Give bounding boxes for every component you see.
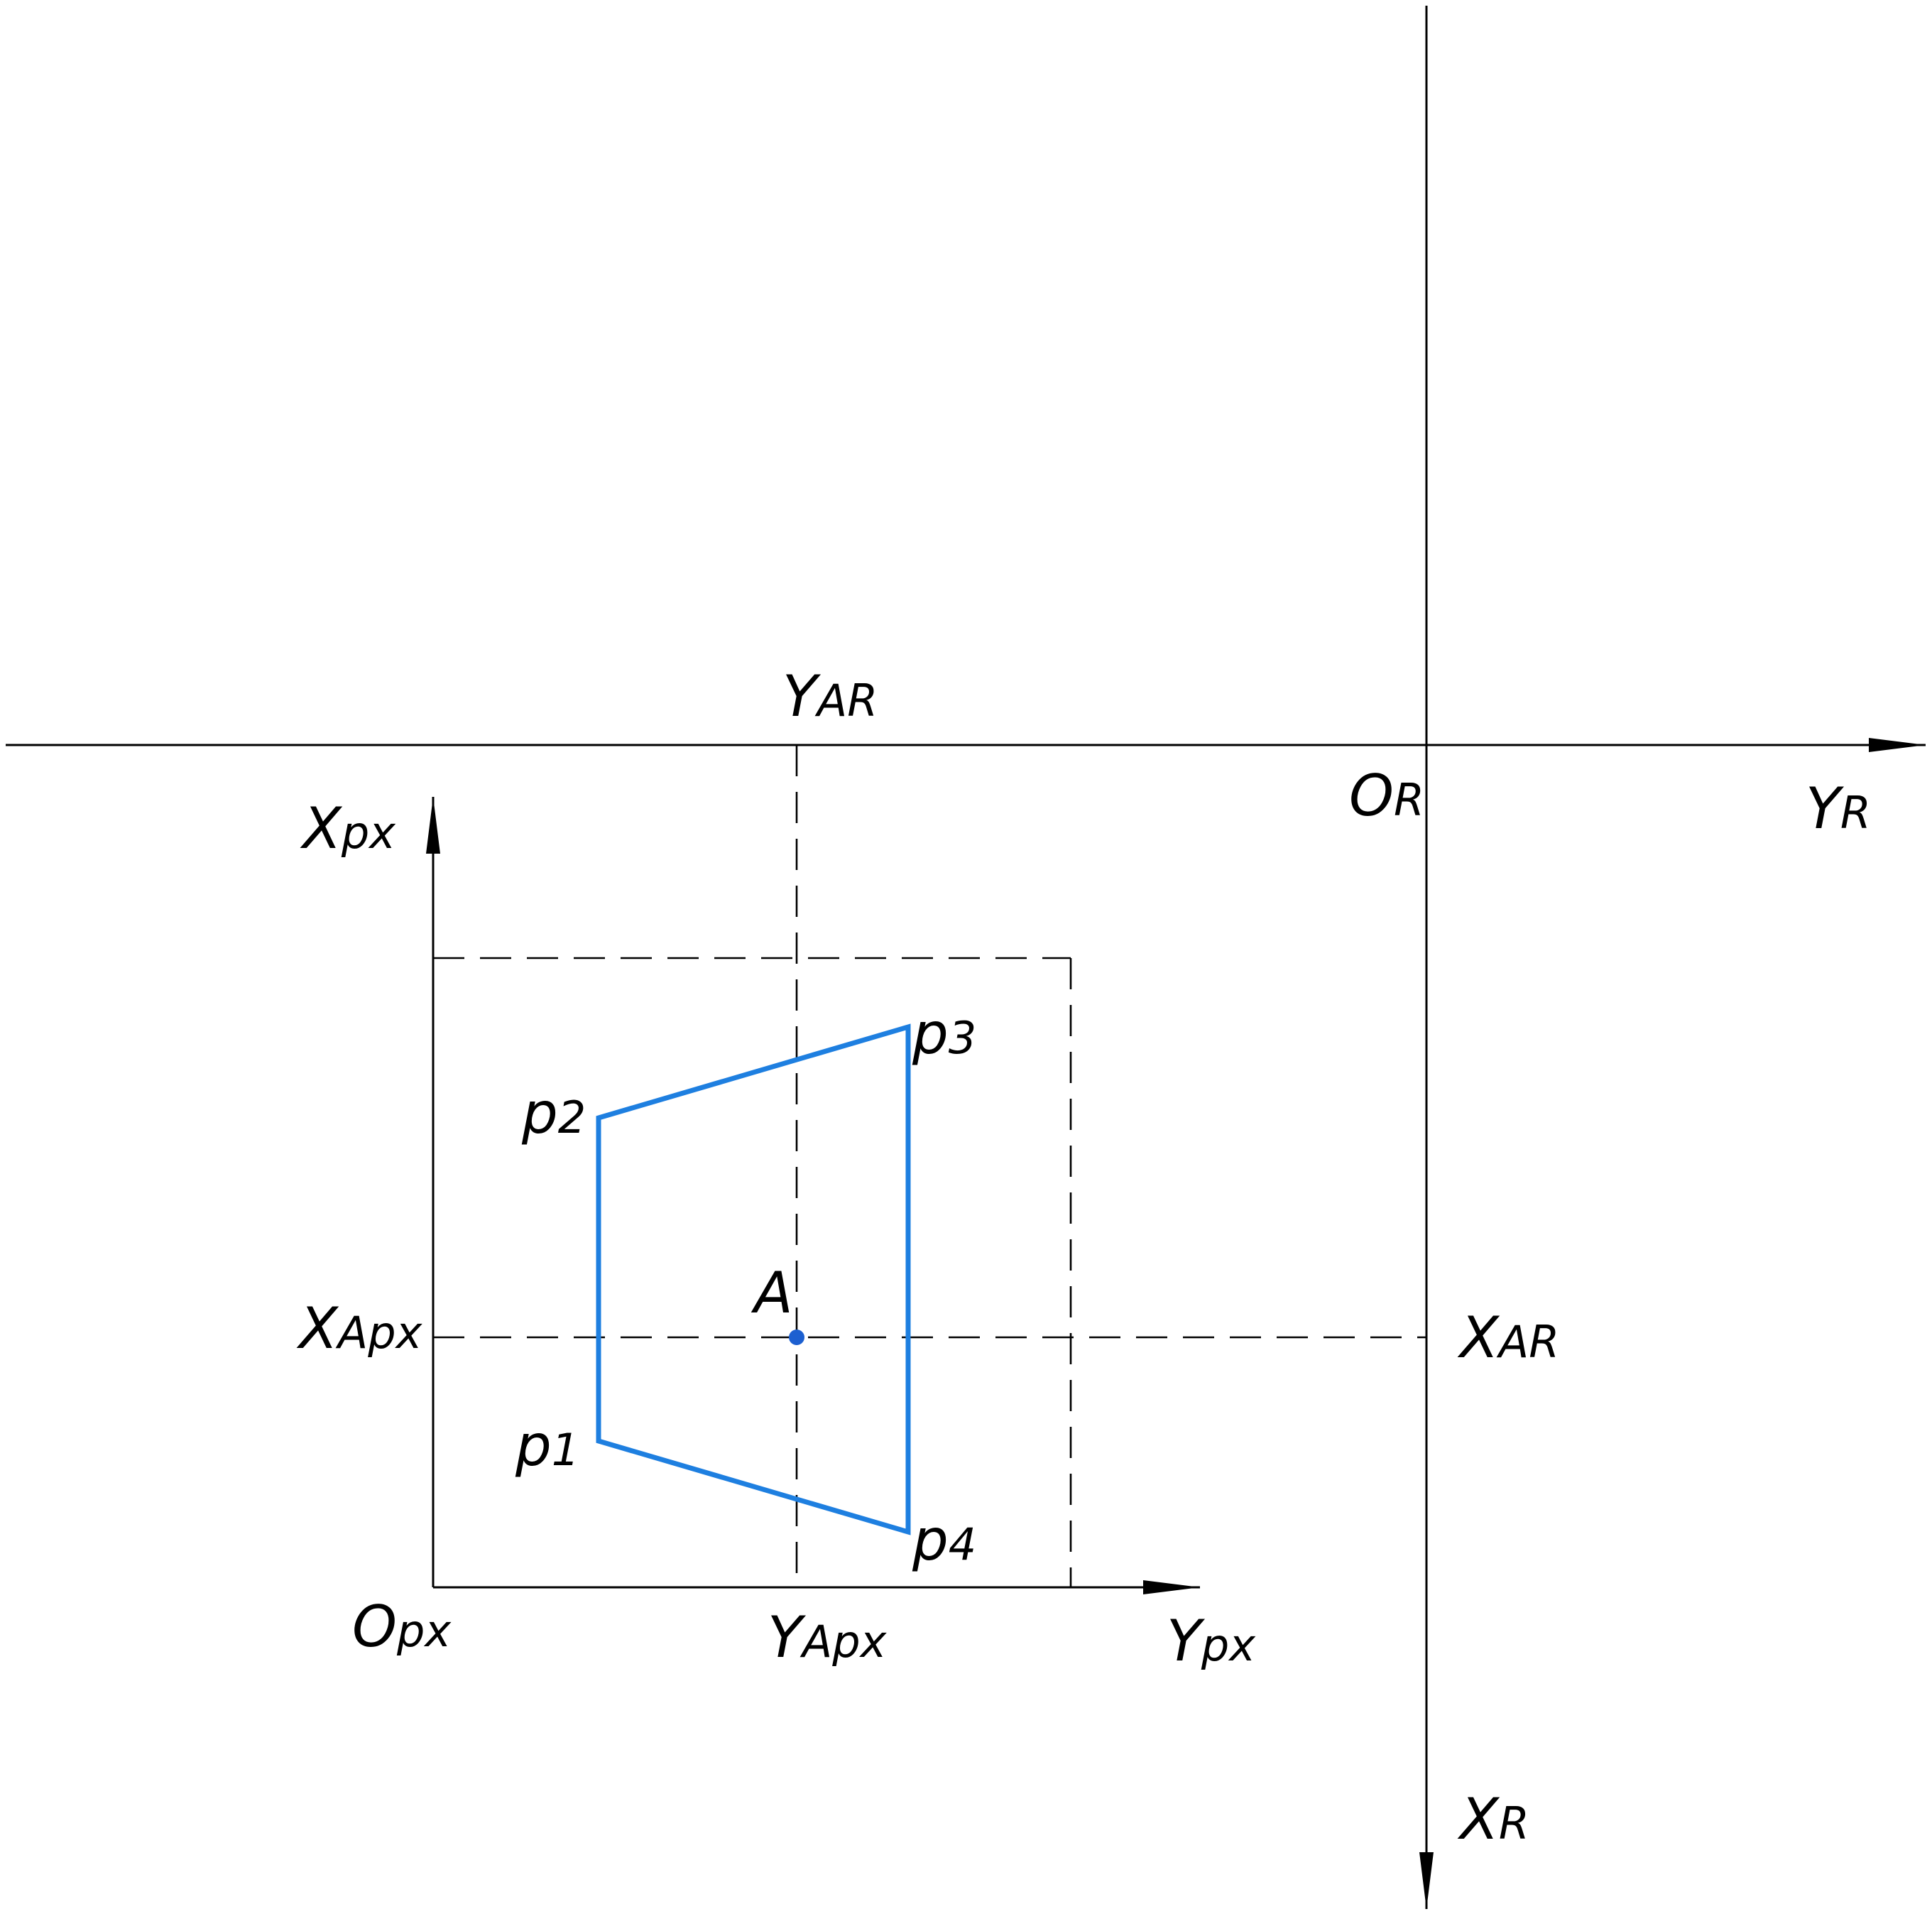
- label-p4: p4: [912, 1507, 976, 1573]
- label-y-r: YR: [1806, 776, 1871, 842]
- label-y-ar: YAR: [782, 663, 878, 729]
- label-o-px: Opx: [352, 1594, 452, 1660]
- point-a-dot: [789, 1330, 804, 1345]
- label-y-apx: YApx: [768, 1604, 888, 1670]
- label-x-px: Xpx: [300, 795, 396, 861]
- label-p1: p1: [515, 1413, 579, 1479]
- label-o-r: OR: [1349, 763, 1424, 829]
- label-x-apx: XApx: [296, 1295, 423, 1361]
- label-p2: p2: [521, 1080, 586, 1146]
- label-x-ar: XAR: [1457, 1305, 1559, 1371]
- trapezoid-shape: [596, 1023, 911, 1535]
- label-a: A: [751, 1260, 793, 1326]
- label-p3: p3: [912, 1001, 976, 1067]
- label-y-px: Ypx: [1167, 1608, 1256, 1674]
- label-x-r: XR: [1457, 1786, 1529, 1852]
